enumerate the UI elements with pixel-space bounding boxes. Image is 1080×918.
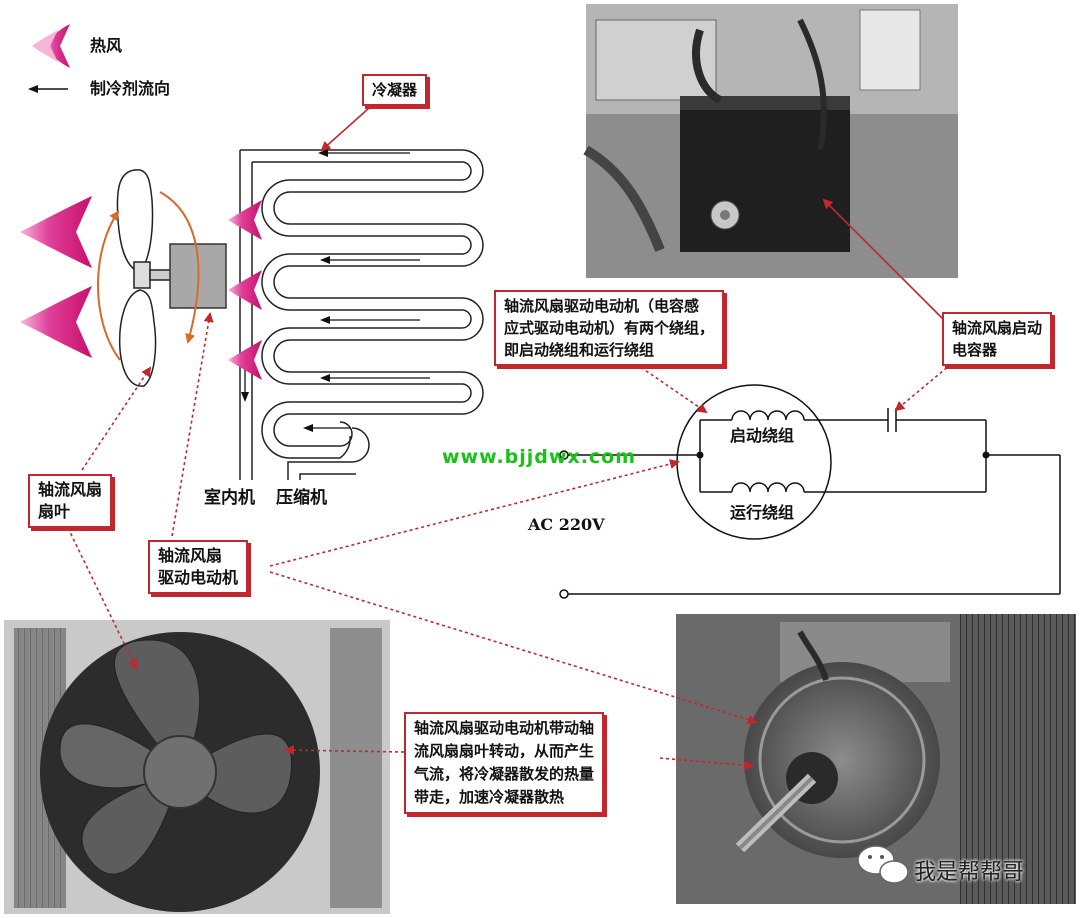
leader-lines: [67, 99, 957, 771]
compressor-label: 压缩机: [276, 488, 327, 508]
condenser-callout: 冷凝器: [362, 74, 428, 106]
fan-photo: [4, 620, 390, 914]
legend-refrigerant-label: 制冷剂流向: [90, 79, 171, 98]
hot-air-arrows-fan: [20, 196, 92, 358]
motor-windings-callout: 轴流风扇驱动电动机（电容感 应式驱动电动机）有两个绕组， 即启动绕组和运行绕组: [494, 290, 725, 366]
fan-motor-callout: 轴流风扇 驱动电动机: [148, 540, 249, 594]
terminal-top: [559, 450, 569, 460]
junction-right: [982, 451, 990, 459]
brand-watermark: 我是帮帮哥: [914, 860, 1025, 885]
start-winding-label: 启动绕组: [730, 426, 795, 445]
junction-left: [696, 451, 704, 459]
terminal-bottom: [559, 589, 569, 599]
legend-hot-air-label: 热风: [90, 36, 123, 55]
hot-air-arrows-condenser: [228, 200, 262, 380]
fan-blade-drawing: [116, 169, 173, 387]
start-capacitor-callout: 轴流风扇启动 电容器: [942, 312, 1053, 366]
coil-flow-arrows: [241, 149, 430, 432]
motor-drive-callout: 轴流风扇驱动电动机带动轴 流风扇扇叶转动，从而产生 气流，将冷凝器散发的热量 带…: [404, 712, 605, 814]
run-winding-label: 运行绕组: [730, 503, 795, 522]
capacitor-photo: [583, 4, 958, 278]
url-watermark: www.bjjdwx.com: [442, 446, 637, 468]
motor-circuit: [566, 384, 1061, 595]
supply-voltage-label: AC 220V: [528, 515, 605, 534]
rotation-arrows: [97, 191, 200, 361]
fan-blade-callout: 轴流风扇 扇叶: [28, 474, 113, 528]
hot-air-legend-icon: [32, 24, 70, 68]
wechat-icon: [857, 845, 909, 884]
indoor-unit-label: 室内机: [204, 488, 255, 508]
condenser-coil: [239, 149, 484, 480]
